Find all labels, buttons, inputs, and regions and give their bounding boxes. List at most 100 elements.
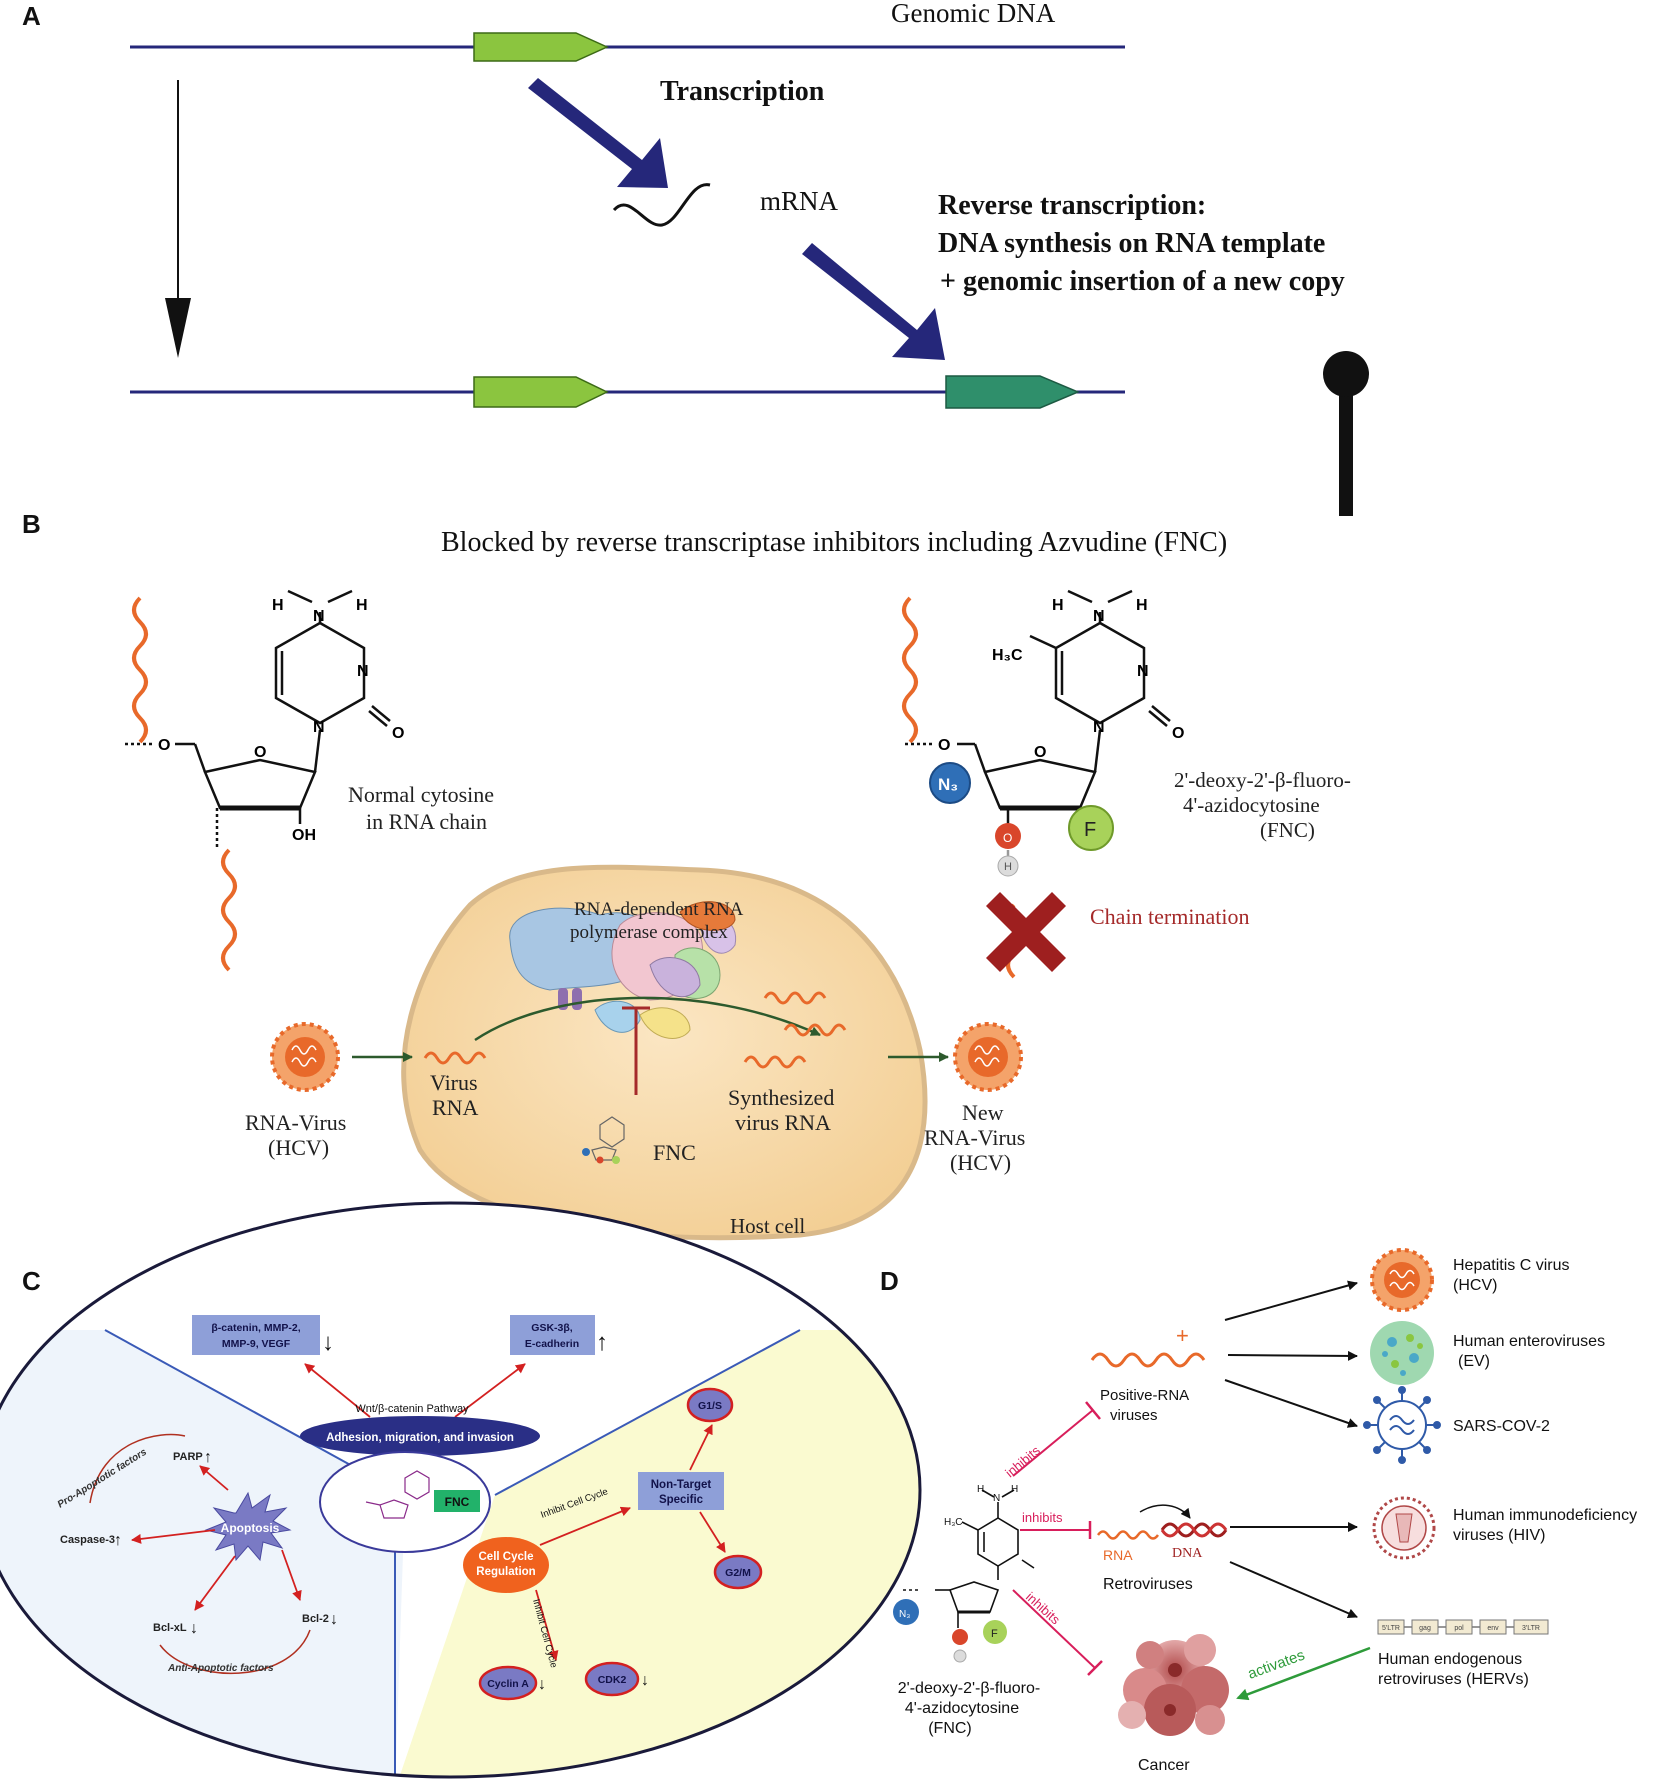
- fnc-center-label: FNC: [445, 1495, 470, 1509]
- cdk2-oval: [584, 1661, 640, 1697]
- env-label: env: [1487, 1625, 1499, 1632]
- cytosine-carbonyl-o: O: [392, 725, 404, 742]
- fluoro-group: [1068, 805, 1114, 851]
- transcription-arrow: [528, 78, 668, 188]
- arrow-to-sars: [1224, 1379, 1358, 1428]
- box-up-factors: [510, 1315, 595, 1355]
- rt-line-2: DNA synthesis on RNA template: [938, 228, 1325, 259]
- d-hydroxyl-o: [952, 1629, 968, 1645]
- positive-rna-squiggle: [1090, 1352, 1206, 1368]
- box1-line2: MMP-9, VEGF: [222, 1338, 291, 1350]
- fnc-sugar-o5: O: [938, 737, 950, 754]
- fnc-h-right: H: [1136, 597, 1148, 614]
- caspase-label: Caspase-3: [60, 1534, 115, 1546]
- adhesion-oval: [300, 1416, 540, 1456]
- panel-c: C β-catenin, MMP-2, MMP-9, VEGF ↓ GSK-3β…: [0, 1201, 922, 1779]
- rt-curved-arrow: [1139, 1504, 1191, 1519]
- retro-rna-squiggle: [1096, 1530, 1160, 1540]
- cytosine-ring-n1: N: [313, 719, 325, 736]
- arrow-to-cyclin: [535, 1589, 559, 1661]
- new-virus-label-3: (HCV): [950, 1150, 1011, 1175]
- gene-block-bottom: [473, 376, 609, 408]
- inhibit-line-positive: [1012, 1409, 1094, 1477]
- box2-arrow: ↑: [596, 1329, 608, 1356]
- positive-label-2: viruses: [1110, 1407, 1158, 1424]
- virus-rna-squiggle: [423, 1051, 487, 1065]
- dna-helix-b: [1160, 1522, 1228, 1538]
- bclxl-down: ↓: [190, 1620, 198, 1637]
- hydroxyl-h: [997, 855, 1019, 877]
- d-f: F: [991, 1628, 998, 1640]
- new-virus-label-1: New: [962, 1100, 1004, 1125]
- nontarget-box: [638, 1472, 724, 1510]
- panel-d: D H N H H₃C N₃ F 2'-deoxy-2'-β-fluoro- 4…: [880, 1248, 1637, 1774]
- pro-apoptotic-arc: [89, 1433, 186, 1504]
- reverse-transcription-arrow: [802, 243, 945, 360]
- fnc-f: F: [1084, 819, 1096, 841]
- fnc-structure: [902, 589, 1171, 979]
- nontarget-label-1: Non-Target: [651, 1479, 712, 1491]
- dna-label: DNA: [1172, 1546, 1203, 1561]
- nontarget-label-2: Specific: [659, 1494, 704, 1506]
- parp-up: ↑: [204, 1449, 212, 1466]
- panel-b: B H N H N N O O O OH Norm: [22, 509, 1351, 1241]
- rna-virus-label-1: RNA-Virus: [245, 1110, 346, 1135]
- herv-label-2: retroviruses (HERVs): [1378, 1671, 1529, 1688]
- box2-line1: GSK-3β,: [531, 1322, 572, 1334]
- panel-label-d: D: [880, 1266, 899, 1296]
- fnc-molecule-small: [591, 1116, 625, 1161]
- herv-genome: [1377, 1619, 1549, 1635]
- apoptosis-label: Apoptosis: [221, 1521, 280, 1535]
- activates-arrow: [1236, 1646, 1371, 1701]
- inhibitor-knob: [1323, 351, 1369, 397]
- fnc-small-o: [596, 1156, 604, 1164]
- fnc-n3: N₃: [938, 775, 958, 794]
- d-nh2-n: N: [993, 1493, 1000, 1504]
- inhibit-line-cancer: [1012, 1589, 1096, 1669]
- panel-c-ellipse: [0, 1201, 922, 1779]
- wnt-label: Wnt/β-catenin Pathway: [355, 1403, 469, 1415]
- d-h3c: H₃C: [944, 1517, 963, 1528]
- sugar-oh: OH: [292, 827, 316, 844]
- fnc-small-f: [612, 1156, 620, 1164]
- caspase-up: ↑: [114, 1532, 122, 1549]
- hcv-icon: [1370, 1248, 1434, 1312]
- rna-virus-label-2: (HCV): [268, 1135, 329, 1160]
- g1s-label: G1/S: [698, 1400, 722, 1412]
- fnc-center-molecule: [365, 1470, 430, 1519]
- synth-rna-2: [783, 1023, 847, 1037]
- box2-line2: E-cadherin: [525, 1338, 579, 1350]
- inserted-gene-copy: [945, 375, 1080, 409]
- virus-rna-label-2: RNA: [432, 1095, 479, 1120]
- d-fnc-name-3: (FNC): [928, 1720, 972, 1737]
- wnt-arrow-right: [454, 1363, 526, 1418]
- parp-label: PARP: [173, 1451, 203, 1463]
- polymerase-complex: [509, 901, 737, 1039]
- normal-cytosine-label-2: in RNA chain: [366, 809, 487, 834]
- sugar-o5: O: [158, 737, 170, 754]
- rdrp-label-2: polymerase complex: [570, 922, 728, 943]
- fnc-ring-n3: N: [1137, 663, 1149, 680]
- virus-rna-label-1: Virus: [430, 1070, 478, 1095]
- fnc-green-tag: [434, 1490, 480, 1512]
- bcl2-label: Bcl-2: [302, 1613, 329, 1625]
- apoptosis-star: [204, 1491, 292, 1562]
- herv-label-1: Human endogenous: [1378, 1651, 1522, 1668]
- inhibits-label-3: inhibits: [1023, 1589, 1063, 1628]
- gene-block-top: [473, 32, 609, 62]
- fnc-methyl: H₃C: [992, 647, 1023, 664]
- arrow-to-herv: [1229, 1561, 1358, 1619]
- fnc-h-left: H: [1052, 597, 1064, 614]
- rt-line-1: Reverse transcription:: [938, 190, 1206, 221]
- cell-cycle-label-2: Regulation: [476, 1566, 535, 1578]
- normal-cytosine-structure: [125, 589, 391, 972]
- arrow-to-ev: [1227, 1350, 1358, 1361]
- plus-sign: +: [1176, 1323, 1189, 1348]
- bcl2-down: ↓: [330, 1611, 338, 1628]
- synth-label-1: Synthesized: [728, 1085, 834, 1110]
- anti-apoptotic-arc: [159, 1629, 311, 1675]
- inhibit-bar-positive: [1085, 1401, 1101, 1420]
- panel-label-a: A: [22, 1, 41, 31]
- cdk2-down: ↓: [641, 1672, 649, 1689]
- d-nh2-h2: H: [1011, 1484, 1018, 1495]
